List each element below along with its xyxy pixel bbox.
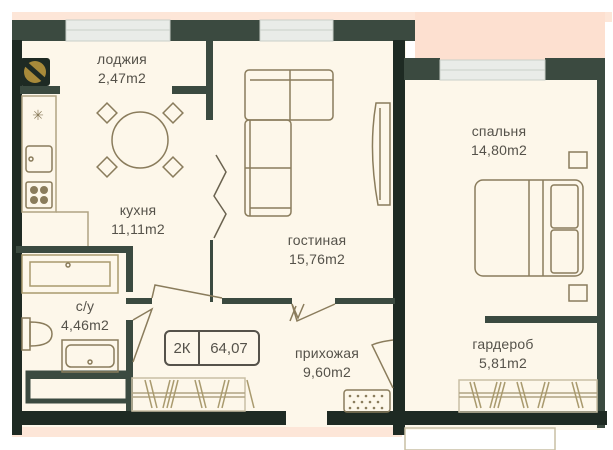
exterior-pad-top xyxy=(12,12,612,22)
svg-text:✳: ✳ xyxy=(32,107,44,123)
windows xyxy=(65,19,546,81)
apartment-badge: 2К 64,07 xyxy=(164,330,260,366)
room-area: 14,80m2 xyxy=(471,142,527,158)
rooms-count: 2К xyxy=(166,332,200,364)
room-name: спальня xyxy=(471,123,527,139)
room-label-wardrobe: гардероб 5,81m2 xyxy=(448,335,558,373)
room-label-kitchen: кухня 11,11m2 xyxy=(88,201,188,239)
room-name: с/у xyxy=(75,298,95,314)
room-area: 15,76m2 xyxy=(289,251,345,267)
exterior-pad-bedroom-top xyxy=(415,12,605,60)
room-name: лоджия xyxy=(97,51,147,67)
total-area: 64,07 xyxy=(210,339,248,357)
room-label-bathroom: с/у 4,46m2 xyxy=(40,297,130,335)
room-name: гардероб xyxy=(472,336,534,352)
room-area: 9,60m2 xyxy=(303,364,351,380)
room-area: 2,47m2 xyxy=(98,70,146,86)
room-name: прихожая xyxy=(295,345,359,361)
room-label-hallway: прихожая 9,60m2 xyxy=(272,344,382,382)
exterior-pad-bottom xyxy=(12,425,402,437)
furniture: ✳ xyxy=(20,58,598,450)
room-label-bedroom: спальня 14,80m2 xyxy=(444,122,554,160)
room-name: гостиная xyxy=(287,232,347,248)
room-name: кухня xyxy=(119,202,157,218)
room-area: 5,81m2 xyxy=(479,355,527,371)
floor-bedroom xyxy=(400,60,600,430)
room-area: 4,46m2 xyxy=(61,317,109,333)
room-label-living: гостиная 15,76m2 xyxy=(262,231,372,269)
walls xyxy=(12,20,607,435)
room-area: 11,11m2 xyxy=(111,221,165,237)
room-label-loggia: лоджия 2,47m2 xyxy=(72,50,172,88)
